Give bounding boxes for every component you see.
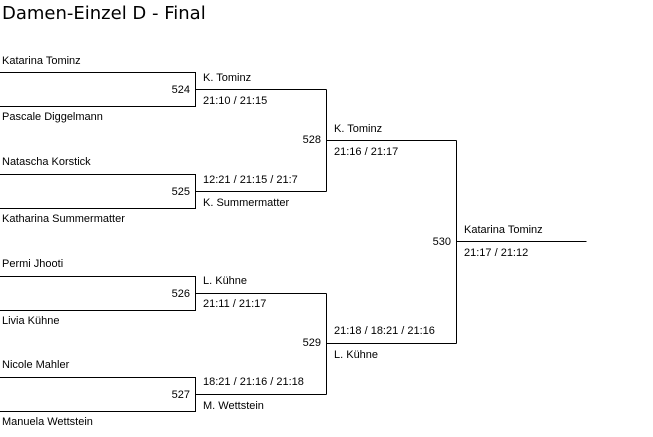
bracket-match-526	[0, 276, 327, 311]
champion-name: Katarina Tominz	[464, 224, 543, 236]
match-number: 527	[171, 389, 190, 401]
player-name: Permi Jhooti	[2, 258, 64, 270]
player-name: Livia Kühne	[2, 315, 60, 327]
player-name: Nicole Mahler	[2, 359, 70, 371]
player-name: Manuela Wettstein	[2, 416, 93, 428]
bracket-match-524	[0, 72, 327, 107]
player-name: Pascale Diggelmann	[2, 111, 103, 123]
match-number: 526	[171, 288, 190, 300]
match-score: 21:17 / 21:12	[464, 247, 529, 259]
player-name: Katharina Summermatter	[2, 213, 125, 225]
match-score: 21:11 / 21:17	[203, 298, 267, 310]
match-score: 21:16 / 21:17	[334, 146, 399, 158]
match-winner: M. Wettstein	[203, 400, 264, 412]
match-winner: K. Summermatter	[203, 197, 290, 209]
match-score: 21:18 / 18:21 / 21:16	[334, 325, 435, 337]
page-title: Damen-Einzel D - Final	[2, 3, 206, 24]
match-winner: L. Kühne	[334, 349, 379, 361]
match-score: 12:21 / 21:15 / 21:7	[203, 174, 298, 186]
match-number: 525	[171, 186, 190, 198]
bracket-match-528	[326, 89, 457, 192]
bracket-match-530	[456, 140, 587, 344]
match-winner: K. Tominz	[203, 72, 252, 84]
match-number: 530	[432, 236, 451, 248]
bracket-match-529	[326, 293, 457, 395]
match-number: 528	[302, 134, 321, 146]
match-number: 529	[302, 337, 321, 349]
player-name: Katarina Tominz	[2, 55, 81, 67]
match-winner: L. Kühne	[203, 275, 248, 287]
bracket-match-525	[0, 174, 327, 209]
match-winner: K. Tominz	[334, 123, 383, 135]
match-score: 21:10 / 21:15	[203, 95, 268, 107]
match-score: 18:21 / 21:16 / 21:18	[203, 376, 304, 388]
player-name: Natascha Korstick	[2, 156, 91, 168]
match-number: 524	[171, 84, 190, 96]
bracket-match-527	[0, 377, 327, 412]
